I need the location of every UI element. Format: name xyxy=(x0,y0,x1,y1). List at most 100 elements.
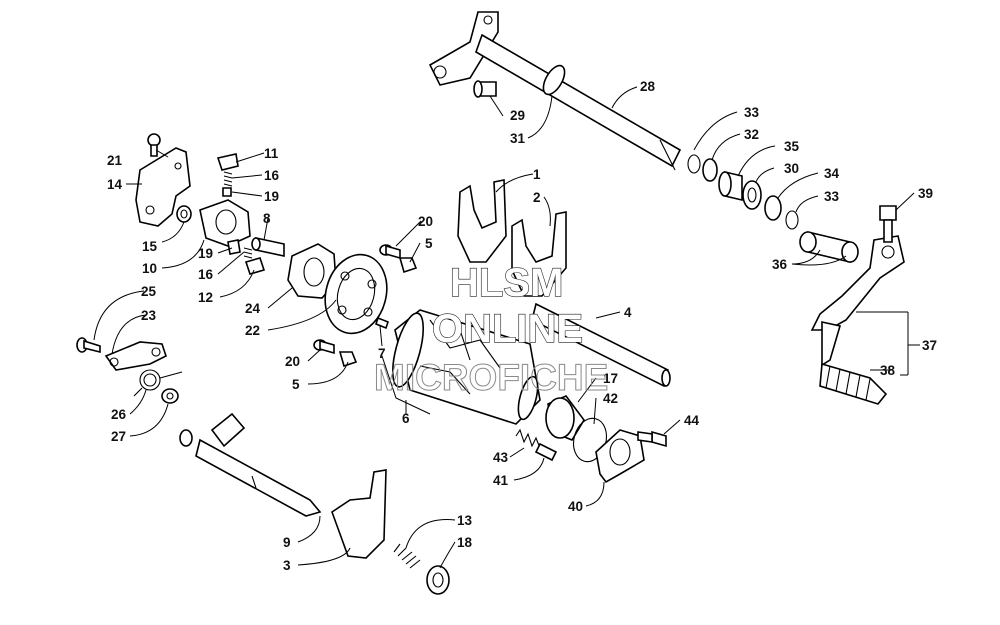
label-7: 7 xyxy=(378,346,386,361)
label-35: 35 xyxy=(784,139,800,154)
label-22: 22 xyxy=(245,323,260,338)
stopper-arm-part-23 xyxy=(104,341,167,371)
pin-part-19b xyxy=(227,239,241,255)
watermark-line-2: ONLINE xyxy=(432,307,583,351)
label-16b: 16 xyxy=(198,267,214,282)
label-14: 14 xyxy=(107,177,123,192)
watermark-line-3: MICROFICHE xyxy=(374,357,608,398)
fork-shaft-part-4 xyxy=(531,302,671,388)
label-30: 30 xyxy=(784,161,799,176)
label-15: 15 xyxy=(142,239,158,254)
label-11: 11 xyxy=(264,146,279,161)
label-29: 29 xyxy=(510,108,525,123)
plunger-part-41 xyxy=(534,442,558,462)
label-21: 21 xyxy=(107,153,123,168)
label-23: 23 xyxy=(141,308,157,323)
pin-part-8 xyxy=(251,237,285,257)
bearing-part-22 xyxy=(324,253,388,335)
label-27: 27 xyxy=(111,429,126,444)
shift-fork-part-2 xyxy=(511,211,567,297)
label-5a: 5 xyxy=(425,236,433,251)
label-28: 28 xyxy=(640,79,656,94)
pin-part-19a xyxy=(222,187,232,197)
label-19a: 19 xyxy=(264,189,279,204)
snap-ring-part-33a xyxy=(687,154,701,174)
label-1: 1 xyxy=(533,167,541,182)
label-33a: 33 xyxy=(744,105,760,120)
label-8: 8 xyxy=(263,211,271,226)
label-31: 31 xyxy=(510,131,526,146)
bushing-part-36 xyxy=(799,230,859,264)
spring-part-26 xyxy=(133,369,183,397)
label-34: 34 xyxy=(824,166,840,181)
shaft-part-9 xyxy=(179,412,322,517)
pin-part-7 xyxy=(375,316,389,330)
cam-part-10 xyxy=(199,199,251,247)
bolt-part-20b xyxy=(313,339,335,355)
part-labels: 1 2 3 4 5 5 6 7 8 9 10 11 12 13 14 15 16… xyxy=(107,79,937,573)
shift-fork-part-3 xyxy=(331,469,387,559)
label-41: 41 xyxy=(493,473,509,488)
label-25: 25 xyxy=(141,284,157,299)
spring-part-16a xyxy=(223,171,233,187)
washer-part-5a xyxy=(398,257,418,274)
shift-shaft-part-28 xyxy=(428,11,682,171)
cap-part-12 xyxy=(244,257,266,275)
label-20b: 20 xyxy=(285,354,300,369)
bolt-part-20a xyxy=(379,244,401,260)
bearing-part-35 xyxy=(718,170,743,202)
label-36: 36 xyxy=(772,257,788,272)
label-32: 32 xyxy=(744,127,759,142)
bolt-part-25 xyxy=(76,337,101,354)
bearing-part-17 xyxy=(545,395,585,441)
label-19b: 19 xyxy=(198,246,213,261)
watermark: HLSM ONLINE MICROFICHE xyxy=(374,260,609,398)
bolt-part-44 xyxy=(637,430,667,448)
label-2: 2 xyxy=(533,190,541,205)
label-6: 6 xyxy=(402,411,410,426)
label-9: 9 xyxy=(283,535,291,550)
label-16a: 16 xyxy=(264,168,280,183)
label-43: 43 xyxy=(493,450,509,465)
spring-part-16b xyxy=(243,247,253,259)
leader-lines xyxy=(93,86,920,569)
label-37: 37 xyxy=(922,338,937,353)
shift-drum-part-6 xyxy=(391,309,541,425)
spring-part-13 xyxy=(393,543,421,569)
label-4: 4 xyxy=(624,305,632,320)
washer-part-32 xyxy=(702,158,718,182)
shift-fork-part-1 xyxy=(457,179,507,263)
cover-part-40 xyxy=(595,429,645,484)
seal-part-30 xyxy=(742,180,762,210)
washer-part-5b xyxy=(338,351,358,368)
pedal-rubber-part-38 xyxy=(819,362,888,405)
label-39: 39 xyxy=(918,186,933,201)
label-42: 42 xyxy=(603,391,618,406)
label-26: 26 xyxy=(111,407,127,422)
bolt-part-39 xyxy=(879,205,897,243)
label-18: 18 xyxy=(457,535,473,550)
label-24: 24 xyxy=(245,301,261,316)
label-40: 40 xyxy=(568,499,583,514)
label-5b: 5 xyxy=(292,377,300,392)
pin-part-29 xyxy=(473,80,497,98)
bolt-part-21 xyxy=(147,133,161,157)
label-12: 12 xyxy=(198,290,213,305)
washer-part-34 xyxy=(764,195,782,221)
label-38: 38 xyxy=(880,363,896,378)
stopper-plate-part-14 xyxy=(135,147,191,227)
bearing-part-18 xyxy=(426,565,450,595)
label-44: 44 xyxy=(684,413,700,428)
spring-part-43 xyxy=(515,428,541,449)
label-33b: 33 xyxy=(824,189,840,204)
collar-part-15 xyxy=(176,205,192,223)
snap-ring-part-33b xyxy=(785,210,799,230)
collar-part-27 xyxy=(161,388,179,404)
label-3: 3 xyxy=(283,558,291,573)
label-20a: 20 xyxy=(418,214,433,229)
shift-lever-part-37 xyxy=(810,235,905,367)
label-13: 13 xyxy=(457,513,473,528)
label-17: 17 xyxy=(603,371,618,386)
watermark-line-1: HLSM xyxy=(450,261,563,305)
